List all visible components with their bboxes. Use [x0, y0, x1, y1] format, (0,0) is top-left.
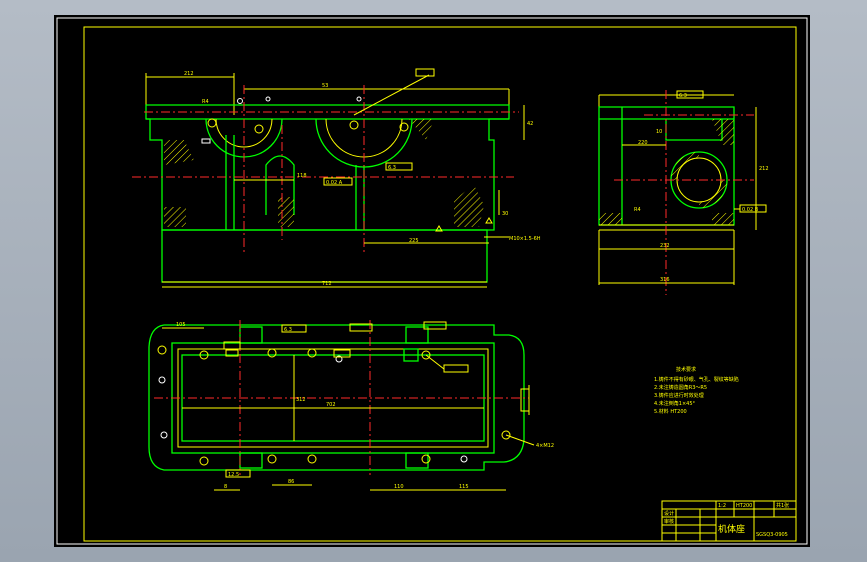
plan-hole: 4×M12	[536, 443, 554, 449]
plan-surface: 6.3	[284, 327, 292, 333]
dim-height-right: 42	[527, 121, 533, 127]
side-dim-width-bottom: 232	[660, 243, 670, 249]
front-tolerance: 0.02 A	[326, 180, 343, 186]
dim-inner-right: 225	[409, 238, 419, 244]
tb-checker: 审核	[664, 518, 674, 525]
side-dim-width-top: 220	[638, 140, 648, 146]
outer-border	[56, 17, 808, 545]
technical-requirements: 技术要求 1.铸件不得有砂眼、气孔、裂纹等缺陷 2.未注铸造圆角R3～R5 3.…	[654, 366, 739, 415]
dim-top-left: 212	[184, 71, 194, 77]
dim-inner-mid: 118	[297, 173, 307, 179]
tech-heading: 技术要求	[676, 366, 696, 373]
plan-view: 105 702 312 8 86 110 115 12.5 6.3 4×M12	[148, 320, 554, 491]
side-surface: 6.3	[679, 93, 687, 99]
tb-sheet: 共1张	[776, 502, 789, 509]
plan-dim-bottom-d: 115	[459, 484, 469, 490]
plan-dim-bottom-a: 8	[224, 484, 227, 490]
side-tolerance: 0.02 B	[742, 207, 759, 213]
side-dim-total: 316	[660, 277, 670, 283]
dim-top-mid: 53	[322, 83, 328, 89]
plan-dim-left-offset: 105	[176, 322, 186, 328]
side-dim-small: 10	[656, 129, 662, 135]
tech-line-2: 2.未注铸造圆角R3～R5	[654, 384, 707, 391]
inner-border	[83, 26, 797, 542]
title-block: 设计 审核 1:2 HT200 共1张 机体座 SGSQ3-0905	[661, 500, 797, 542]
front-thread: M10×1.5-6H	[509, 236, 541, 242]
tb-drawing-no: SGSQ3-0905	[756, 532, 788, 538]
tech-line-1: 1.铸件不得有砂眼、气孔、裂纹等缺陷	[654, 376, 739, 383]
tb-scale: 1:2	[718, 503, 726, 509]
side-view: 6.3 212 220 232 316 10 R4 0.02 B	[598, 90, 769, 295]
plan-dim-bottom-c: 110	[394, 484, 404, 490]
front-surface: 6.3	[388, 165, 396, 171]
tech-line-5: 5.材料 HT200	[654, 408, 687, 415]
front-fillet: R4	[202, 99, 209, 105]
tech-line-3: 3.铸件应进行时效处理	[654, 392, 704, 399]
side-fillet: R4	[634, 207, 641, 213]
tb-material: HT200	[736, 503, 752, 509]
plan-dim-bottom-b: 86	[288, 479, 294, 485]
plan-dim-inner-length: 702	[326, 402, 336, 408]
plan-dim-inner-width: 312	[296, 397, 306, 403]
cad-drawing: 212 53	[56, 17, 808, 545]
dim-bottom-total: 712	[322, 281, 332, 287]
tb-part-name: 机体座	[718, 523, 745, 535]
tb-designer: 设计	[664, 510, 674, 517]
tech-line-4: 4.未注倒角1×45°	[654, 400, 696, 407]
plan-roughness: 12.5	[228, 472, 239, 478]
drawing-sheet: 212 53	[54, 15, 810, 547]
dim-small-right: 30	[502, 211, 508, 217]
front-view: 212 53	[132, 68, 541, 288]
side-dim-height: 212	[759, 166, 769, 172]
